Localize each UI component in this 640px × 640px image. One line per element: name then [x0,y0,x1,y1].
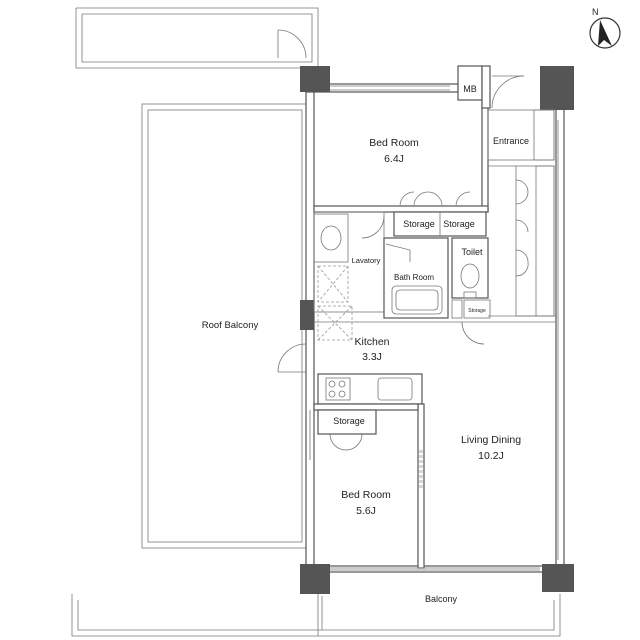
compass-label: N [592,7,599,17]
living-dining-name: Living Dining [461,434,521,446]
column-top-right [540,66,574,110]
shoe-closet [488,165,556,317]
outer-walls [300,66,574,594]
bedroom-2-walls [309,403,425,569]
living-dining-size: 10.2J [478,450,504,462]
storage-a-label: Storage [403,219,435,229]
toilet-area [451,237,491,345]
sink-icon [320,225,342,251]
mb-label: MB [463,84,477,94]
room-labels: Bed Room 6.4J MB Entrance Storage Storag… [202,84,529,604]
kitchen-size: 3.3J [362,351,382,363]
compass-ring [589,17,621,49]
north-arrow-icon [598,20,612,46]
bed-room-1-name: Bed Room [369,137,419,149]
storage-row [393,211,487,237]
bed-room-2-size: 5.6J [356,505,376,517]
lavatory-label: Lavatory [352,256,381,265]
storage-small-label: Storage [468,308,486,314]
column-bottom-right [542,564,574,592]
entrance-area [457,65,555,161]
balcony-label: Balcony [425,594,458,604]
bathtub-icon [391,285,443,315]
bath-room-label: Bath Room [394,273,434,282]
kitchen-name: Kitchen [354,336,389,348]
kitchen-sink-icon [377,377,413,401]
toilet-icon [460,263,480,289]
upper-balcony-outline [75,7,319,69]
bath-room-area [383,237,449,319]
bedroom-1-walls [313,85,489,213]
storage-b-label: Storage [443,219,475,229]
kitchen-counter [317,373,423,405]
column-bottom-left [300,564,330,594]
column-mid-left [300,300,314,330]
roof-balcony-label: Roof Balcony [202,320,259,331]
north-compass: N [589,7,621,49]
entrance-label: Entrance [493,136,529,146]
bed-room-2-name: Bed Room [341,489,391,501]
bed-room-1-size: 6.4J [384,153,404,165]
toilet-label: Toilet [461,247,483,257]
column-top-left [300,66,330,92]
bottom-balcony-area [71,590,561,637]
storage-c-label: Storage [333,416,365,426]
stove-burner-icon [328,380,336,388]
lavatory-area [313,211,385,341]
washer-space [317,265,349,303]
living-windows [330,120,559,571]
kitchen-area [277,321,556,405]
